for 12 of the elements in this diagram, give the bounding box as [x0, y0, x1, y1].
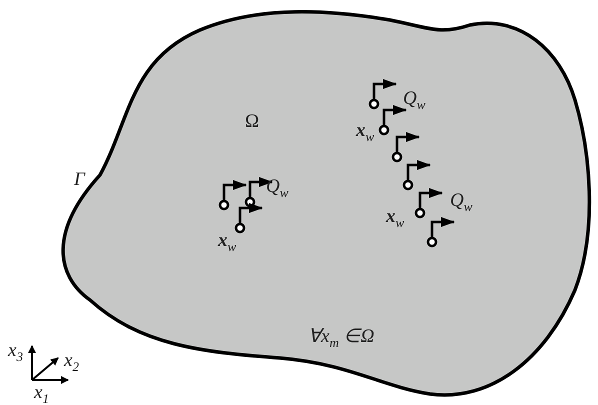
- well-position-label: x$_{w}$: [218, 230, 236, 256]
- boundary-label: Γ: [74, 169, 85, 191]
- axis-label: x$_{2}$: [64, 350, 79, 376]
- domain-condition: ∀x$_{m}$ ∈Ω: [308, 326, 374, 352]
- axis-label: x$_{1}$: [34, 382, 49, 405]
- well-position-label: x$_{w}$: [356, 120, 374, 146]
- domain-symbol: Ω: [245, 111, 260, 133]
- flow-rate-label: Q$_{w}$: [266, 176, 288, 202]
- well-position-label: x$_{w}$: [386, 206, 404, 232]
- axis-label: x$_{3}$: [8, 340, 23, 366]
- flow-rate-label: Q$_{w}$: [450, 190, 472, 216]
- flow-rate-label: Q$_{w}$: [403, 88, 426, 114]
